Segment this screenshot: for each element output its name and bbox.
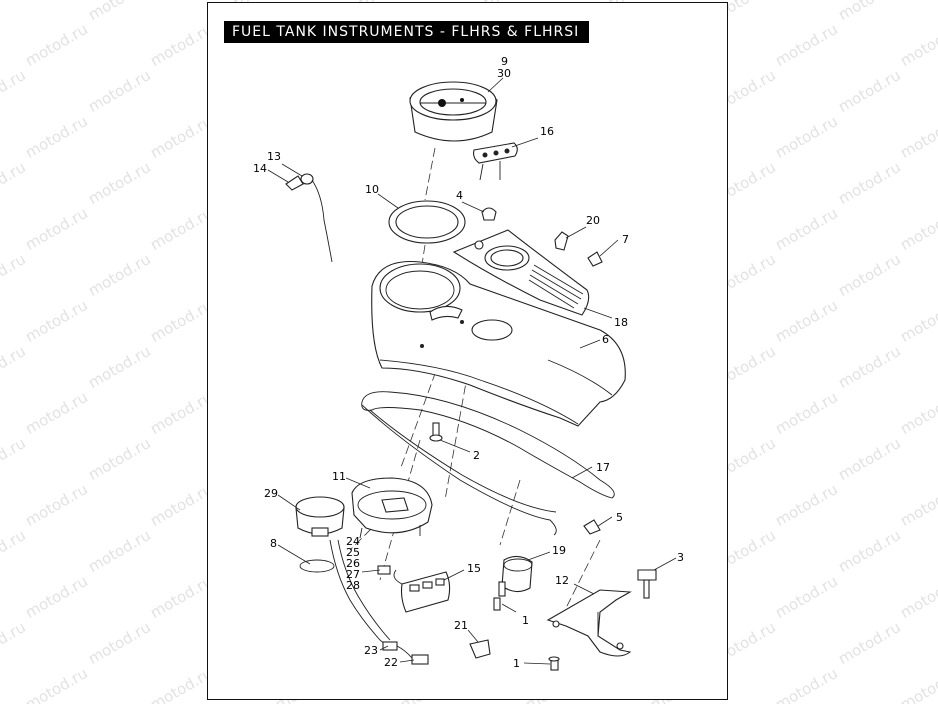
callout-21: 21 [454, 619, 468, 632]
callout-10: 10 [365, 183, 379, 196]
callout-28: 28 [346, 579, 360, 592]
callout-12: 12 [555, 574, 569, 587]
callout-24: 24 [346, 535, 360, 548]
screw-2 [429, 422, 443, 442]
callout-2: 2 [473, 449, 480, 462]
leader-lines [267, 77, 677, 665]
callout-25: 25 [346, 546, 360, 559]
callout-13: 13 [267, 150, 281, 163]
gauge-gasket-ring [388, 200, 466, 244]
speedometer-gauge [409, 81, 498, 142]
callout-27: 27 [346, 568, 360, 581]
callout-5: 5 [616, 511, 623, 524]
callout-23: 23 [364, 644, 378, 657]
callout-19: 19 [552, 544, 566, 557]
callout-29: 29 [264, 487, 278, 500]
callout-7: 7 [622, 233, 629, 246]
callout-20: 20 [586, 214, 600, 227]
callout-11: 11 [332, 470, 346, 483]
grommet [481, 207, 497, 221]
callout-1-lower: 1 [513, 657, 520, 670]
callout-26: 26 [346, 557, 360, 570]
screw-1-upper [493, 597, 501, 611]
callout-4: 4 [456, 189, 463, 202]
callout-1-upper: 1 [522, 614, 529, 627]
console-cover [371, 260, 626, 427]
callout-22: 22 [384, 656, 398, 669]
auxiliary-gauge [295, 496, 345, 537]
callout-9: 9 [501, 55, 508, 68]
callout-15: 15 [467, 562, 481, 575]
console-insert-panel [452, 229, 590, 316]
diagram-title: FUEL TANK INSTRUMENTS - FLHRS & FLHRSI [224, 21, 590, 43]
clip-21 [469, 639, 491, 659]
callout-8: 8 [270, 537, 277, 550]
screw-1-lower [548, 656, 560, 671]
clip-5 [583, 519, 601, 535]
callout-30: 30 [497, 67, 511, 80]
callout-17: 17 [596, 461, 610, 474]
relay [498, 555, 533, 597]
bolt-3 [637, 569, 657, 599]
console-gasket [361, 391, 615, 536]
fuel-gauge-sender-wire [285, 173, 333, 263]
callout-3: 3 [677, 551, 684, 564]
clip-7 [587, 251, 603, 267]
callout-labels: 9 30 16 13 14 10 4 20 7 18 6 2 17 11 29 … [253, 55, 684, 670]
callout-14: 14 [253, 162, 267, 175]
indicator-lamp-housing [473, 142, 518, 181]
switch-module [377, 565, 451, 613]
callout-6: 6 [602, 333, 609, 346]
gauge-mounting-cup [351, 477, 433, 539]
mounting-bracket [546, 589, 632, 657]
clip-20 [554, 231, 569, 251]
callout-18: 18 [614, 316, 628, 329]
wire-harness [299, 539, 429, 665]
callout-16: 16 [540, 125, 554, 138]
